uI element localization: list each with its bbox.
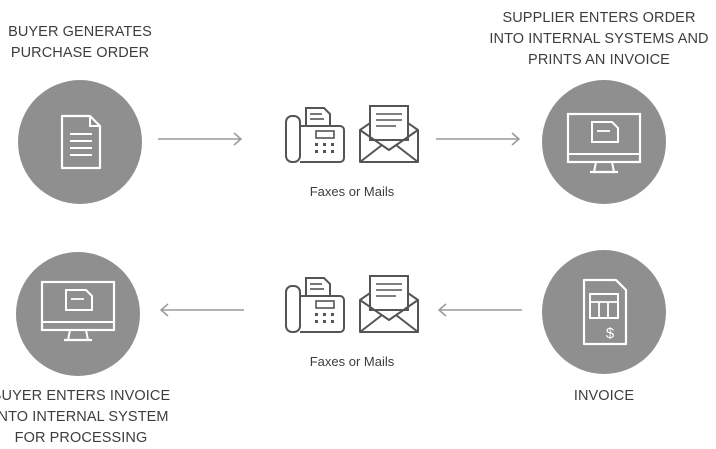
step-3-label-line-1: INVOICE (573, 388, 635, 404)
step-1-label-line-1: BUYER GENERATES (8, 24, 152, 40)
step-2-label-line-1: SUPPLIER ENTERS ORDER (502, 10, 696, 26)
monitor-icon (40, 280, 116, 342)
arrow-left-bottom-1 (159, 303, 244, 317)
step-1-label-line-2: PURCHASE ORDER (10, 45, 150, 61)
monitor-icon (566, 112, 642, 174)
envelope-letter-icon (359, 275, 419, 333)
step-4-label-line-1: BUYER ENTERS INVOICE (0, 388, 171, 404)
arrow-right-top-2 (436, 132, 521, 146)
step-4-label-line-3: FOR PROCESSING (14, 430, 148, 446)
fax-machine-icon (285, 277, 345, 333)
step-2-label-line-3: PRINTS AN INVOICE (528, 52, 670, 68)
document-icon (60, 114, 102, 170)
buyer-po-circle (18, 80, 142, 204)
step-2-label: SUPPLIER ENTERS ORDER INTO INTERNAL SYST… (482, 8, 716, 71)
step-1-label: BUYER GENERATES PURCHASE ORDER (6, 22, 154, 64)
supplier-entry-circle (542, 80, 666, 204)
invoice-icon: $ (582, 278, 628, 346)
step-4-label-line-2: INTO INTERNAL SYSTEM (0, 409, 169, 425)
step-4-label: BUYER ENTERS INVOICE INTO INTERNAL SYSTE… (0, 386, 188, 449)
step-3-label: INVOICE (554, 386, 654, 407)
buyer-entry-circle (16, 252, 140, 376)
step-2-label-line-2: INTO INTERNAL SYSTEMS AND (489, 31, 709, 47)
channel-1-caption: Faxes or Mails (309, 184, 395, 199)
channel-2-caption: Faxes or Mails (309, 354, 395, 369)
invoice-circle: $ (542, 250, 666, 374)
arrow-left-bottom-2 (437, 303, 522, 317)
arrow-right-top-1 (158, 132, 243, 146)
svg-text:$: $ (606, 325, 615, 342)
envelope-letter-icon (359, 105, 419, 163)
fax-machine-icon (285, 107, 345, 163)
